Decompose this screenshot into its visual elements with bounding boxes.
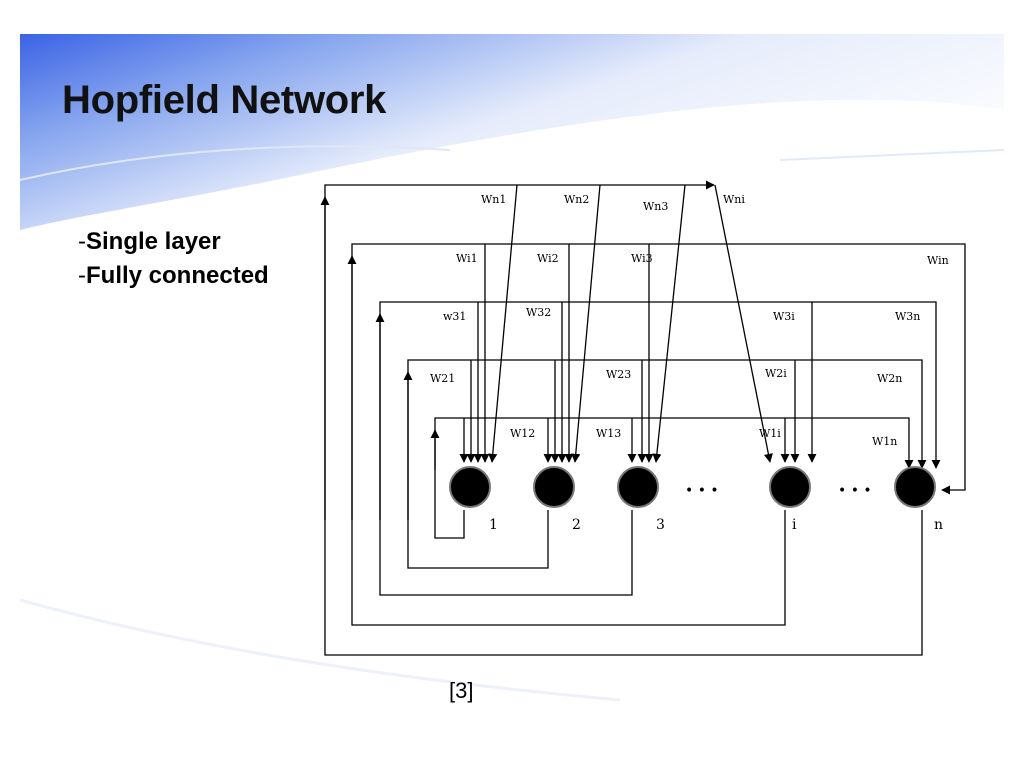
feedback-loop-i <box>351 243 966 626</box>
node-label: 2 <box>572 517 581 533</box>
weight-label: Wn1 <box>481 193 506 206</box>
neuron-node-3 <box>617 466 659 508</box>
weight-label: W13 <box>596 427 621 440</box>
ellipsis-dots: • • • <box>685 483 719 499</box>
neuron-node-2 <box>533 466 575 508</box>
neuron-node-1 <box>449 466 491 508</box>
weight-label: W2n <box>877 372 902 385</box>
weight-label: w31 <box>443 310 466 323</box>
bullet-item: -Single layer <box>78 225 269 259</box>
weight-label: W3i <box>773 310 795 323</box>
neuron-node-n <box>894 466 936 508</box>
neuron-node-i <box>769 466 811 508</box>
bullet-list: -Single layer -Fully connected <box>78 225 269 293</box>
weight-label: W2i <box>765 367 787 380</box>
weight-label: W21 <box>430 372 455 385</box>
slide-title: Hopfield Network <box>62 78 387 122</box>
weight-label: W1i <box>759 427 781 440</box>
weight-label: Wn2 <box>564 193 589 206</box>
weight-label: W12 <box>510 427 535 440</box>
feedback-loop-n <box>324 180 923 656</box>
weight-label: Wni <box>723 193 745 206</box>
node-label: 3 <box>656 517 665 533</box>
feedback-loop-1 <box>434 417 914 539</box>
citation-reference: [3] <box>449 678 474 703</box>
weight-label: Win <box>927 254 949 267</box>
bullet-text: Fully connected <box>86 262 269 289</box>
bullet-dash: - <box>78 228 86 255</box>
weight-label: W23 <box>606 368 631 381</box>
node-label: 1 <box>489 517 498 533</box>
weight-label: Wi1 <box>456 252 478 265</box>
weight-label: W3n <box>895 310 920 323</box>
weight-label: Wi3 <box>631 252 653 265</box>
weight-label: W32 <box>526 306 551 319</box>
ellipsis-dots: • • • <box>838 483 872 499</box>
weight-label: Wi2 <box>537 252 559 265</box>
node-label: i <box>792 517 797 533</box>
node-label: n <box>934 517 943 533</box>
bullet-text: Single layer <box>86 228 221 255</box>
bullet-item: -Fully connected <box>78 259 269 293</box>
weight-label: Wn3 <box>643 200 668 213</box>
bullet-dash: - <box>78 262 86 289</box>
weight-label: W1n <box>872 435 897 448</box>
